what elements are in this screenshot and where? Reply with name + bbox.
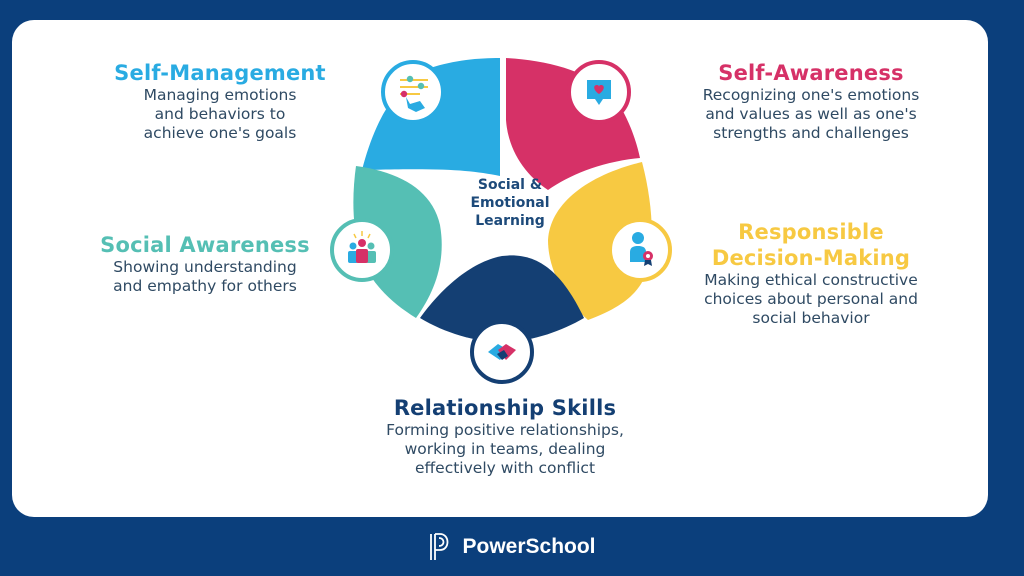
- self-awareness-block: Self-Awareness Recognizing one's emotion…: [666, 60, 956, 143]
- social-awareness-icon-badge: [330, 218, 394, 282]
- self-management-icon-badge: [381, 60, 445, 124]
- self-management-block: Self-Management Managing emotions and be…: [90, 60, 350, 143]
- heart-speech-bubble-icon: [587, 80, 611, 105]
- relationship-skills-desc-line: effectively with conflict: [414, 459, 596, 477]
- powerschool-brand: PowerSchool: [428, 532, 596, 562]
- self-awareness-title: Self-Awareness: [718, 61, 904, 85]
- self-awareness-desc-line: and values as well as one's: [705, 105, 917, 123]
- relationship-skills-desc-line: Forming positive relationships,: [386, 421, 624, 439]
- responsible-decision-making-icon-badge: [608, 218, 672, 282]
- group-of-people-icon: [348, 231, 376, 263]
- powerschool-p-logo-icon: [430, 532, 449, 560]
- relationship-skills-title: Relationship Skills: [393, 396, 617, 420]
- relationship-skills-block: Relationship Skills Forming positive rel…: [340, 395, 670, 478]
- social-awareness-desc-line: and empathy for others: [113, 277, 297, 295]
- brand-name: PowerSchool: [462, 534, 596, 558]
- petal-social-awareness: [353, 166, 442, 318]
- self-management-desc-line: Managing emotions: [143, 86, 297, 104]
- handshake-icon: [488, 344, 516, 360]
- responsible-decision-making-desc-line: Making ethical constructive: [704, 271, 918, 289]
- social-awareness-block: Social Awareness Showing understanding a…: [75, 232, 335, 296]
- self-management-desc-line: and behaviors to: [154, 105, 286, 123]
- self-management-title: Self-Management: [114, 61, 326, 85]
- person-with-badge-icon: [630, 232, 653, 266]
- petal-relationship-skills: [420, 255, 584, 342]
- responsible-decision-making-desc-line: choices about personal and: [704, 290, 918, 308]
- self-awareness-desc-line: Recognizing one's emotions: [702, 86, 920, 104]
- self-management-desc-line: achieve one's goals: [143, 124, 297, 142]
- responsible-decision-making-block: Responsible Decision-Making Making ethic…: [666, 219, 956, 328]
- responsible-decision-making-title: Decision-Making: [711, 246, 911, 270]
- social-awareness-desc-line: Showing understanding: [113, 258, 297, 276]
- center-label-line: Learning: [475, 213, 545, 229]
- footer: PowerSchool: [0, 517, 1024, 576]
- petal-responsible-decision-making: [548, 162, 652, 320]
- center-label-line: Emotional: [470, 195, 550, 211]
- relationship-skills-desc-line: working in teams, dealing: [404, 440, 606, 458]
- hand-pointing-choices-icon: [400, 75, 428, 112]
- center-label-line: Social &: [477, 177, 543, 193]
- responsible-decision-making-desc-line: social behavior: [752, 309, 870, 327]
- responsible-decision-making-title: Responsible: [738, 220, 884, 244]
- relationship-skills-icon-badge: [470, 320, 534, 384]
- self-awareness-icon-badge: [567, 60, 631, 124]
- social-awareness-title: Social Awareness: [100, 233, 310, 257]
- center-label: Social & Emotional Learning: [448, 176, 572, 230]
- self-awareness-desc-line: strengths and challenges: [713, 124, 909, 142]
